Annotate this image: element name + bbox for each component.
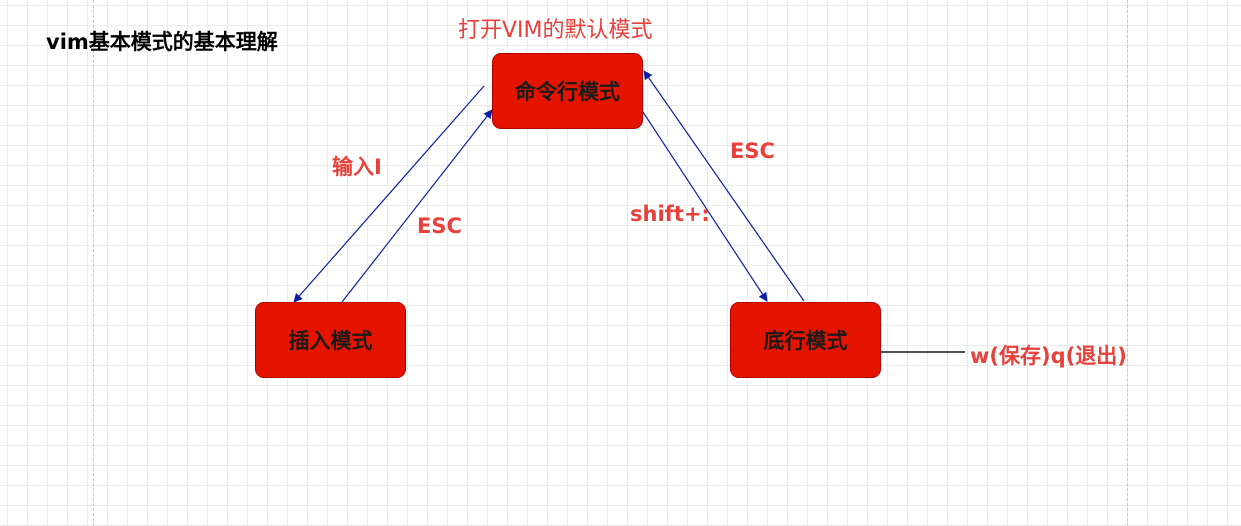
command-mode-label: 命令行模式 [515, 80, 620, 104]
edge-bottom-to-command [643, 70, 805, 302]
edge-label-esc-bottom: ESC [730, 139, 775, 163]
bottom-line-mode-node[interactable]: 底行模式 [730, 302, 881, 378]
bottom-line-mode-label: 底行模式 [763, 329, 848, 353]
edge-label-input-i: 输入I [332, 155, 382, 179]
insert-mode-label: 插入模式 [288, 329, 373, 353]
insert-mode-node[interactable]: 插入模式 [255, 302, 406, 378]
default-mode-note: 打开VIM的默认模式 [458, 18, 653, 43]
edge-label-esc-insert: ESC [417, 214, 462, 238]
edge-insert-to-command [341, 109, 493, 303]
diagram-title: vim基本模式的基本理解 [46, 30, 278, 54]
edge-command-to-bottom [642, 111, 768, 302]
edge-label-shift-colon: shift+: [630, 202, 710, 226]
page-boundary-guide-right [1127, 0, 1128, 526]
command-mode-node[interactable]: 命令行模式 [492, 53, 643, 129]
edge-command-to-insert [293, 85, 485, 303]
page-boundary-guide-left [93, 0, 94, 526]
save-quit-note: w(保存)q(退出) [970, 344, 1127, 368]
